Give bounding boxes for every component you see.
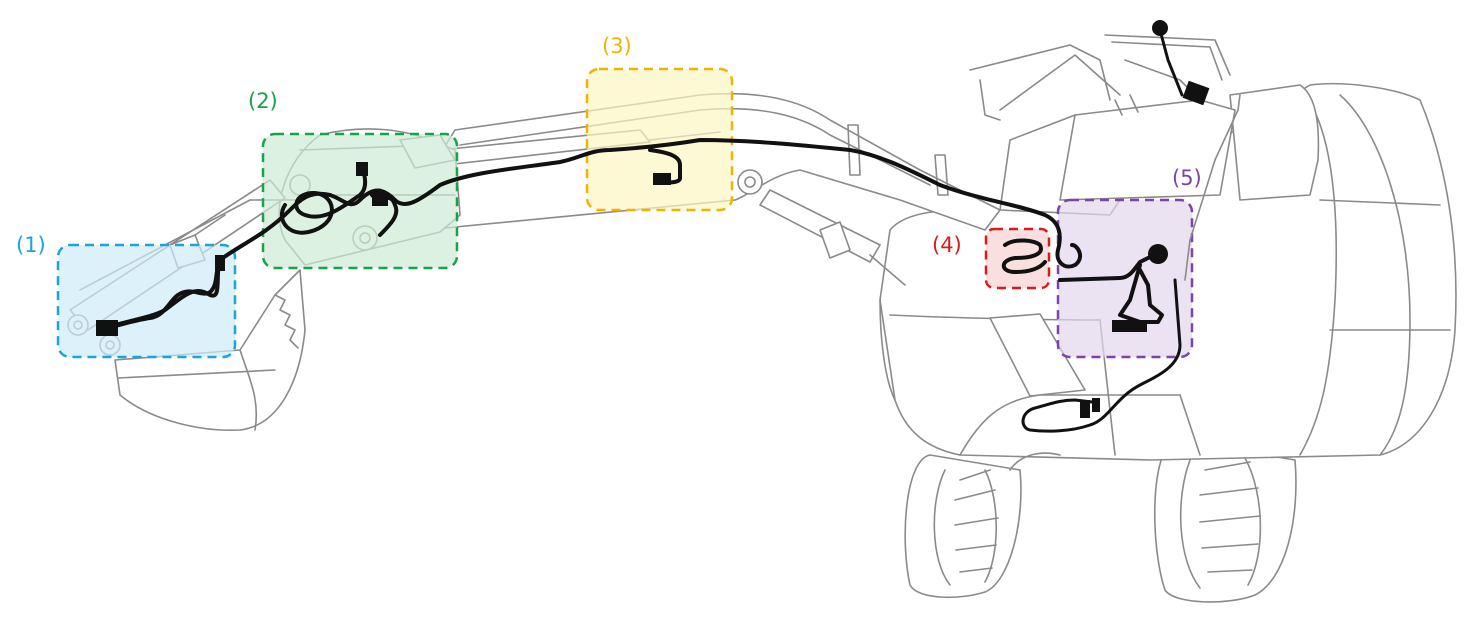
left-track xyxy=(904,454,1022,599)
region-4-label: (4) xyxy=(932,233,962,257)
connector-2a xyxy=(356,162,368,176)
connector-2b xyxy=(372,192,388,206)
wire-harness xyxy=(96,94,1241,433)
right-track xyxy=(1153,439,1297,603)
connector-6b xyxy=(1092,398,1100,412)
region-labels: (1) (2) (3) (4) (5) xyxy=(16,34,1202,257)
region-2-label: (2) xyxy=(248,89,278,113)
top-guard-rails xyxy=(969,20,1231,121)
connector-3 xyxy=(653,173,671,185)
connector-5a xyxy=(1148,244,1168,264)
connector-1b xyxy=(215,255,225,271)
region-5-label: (5) xyxy=(1172,166,1202,190)
connector-6a xyxy=(1080,400,1090,418)
region-3-label: (3) xyxy=(602,34,632,58)
connector-5b xyxy=(1112,320,1147,332)
bucket xyxy=(114,269,306,432)
connector-1 xyxy=(96,320,118,336)
region-1-label: (1) xyxy=(16,233,46,257)
region-1-box xyxy=(56,243,237,359)
